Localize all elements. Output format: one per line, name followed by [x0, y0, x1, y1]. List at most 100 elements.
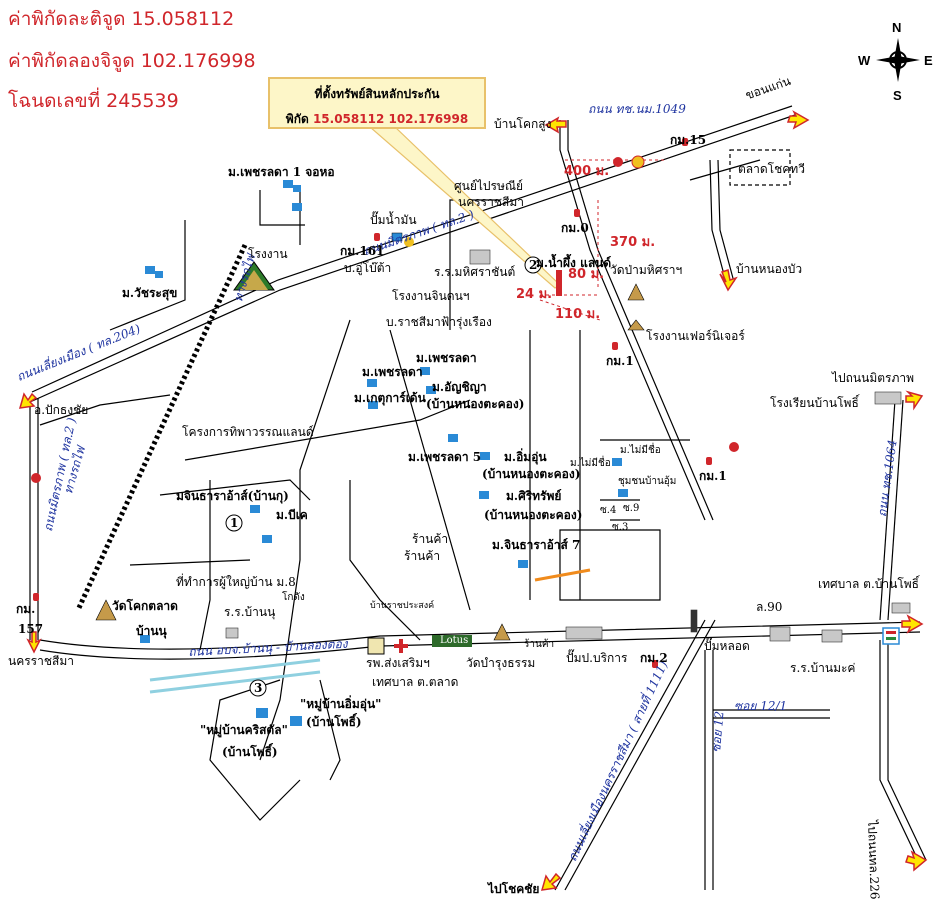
label-ban-prasong: บ้านราชประสงค์: [370, 601, 435, 611]
label-school-banma: ร.ร.บ้านมะค่: [790, 661, 856, 675]
gas-station-icon: [613, 157, 623, 167]
distance-110m: 110 ม.: [555, 307, 601, 322]
label-km15: กม.15: [670, 133, 707, 147]
house-icon: [420, 367, 430, 375]
road-226: ไปถนนทล.226: [865, 819, 882, 900]
house-icon: [518, 560, 528, 568]
label-ban-khok-sung: บ้านโคกสูง: [494, 117, 552, 131]
label-service-center-2: นครราชสีมา: [458, 195, 524, 209]
house-icon: [618, 489, 628, 497]
label-kasetsart: ม.เกตุการ์เด้น: [354, 391, 426, 405]
label-km2: กม.2: [640, 651, 668, 665]
marker-1: [225, 514, 243, 532]
school-icon: [821, 629, 843, 643]
label-wat-khok: วัดโคกตลาด: [112, 599, 178, 613]
label-lotus: Lotus: [440, 635, 469, 646]
km-marker-icon: [652, 660, 658, 668]
label-jintana7: ม.จินธาราอ้าส์ 7: [492, 538, 581, 552]
property-marker: [556, 270, 562, 296]
factory-icon: [233, 261, 275, 291]
label-market: ตลาดโชคทวี: [738, 162, 805, 176]
label-im-un-2: (บ้านหนองตะคอง): [482, 467, 581, 481]
marker-3-label: 3: [254, 681, 263, 695]
km-marker-icon: [682, 138, 688, 146]
label-no-name-2: ม.ไม่มีชื่อ: [570, 458, 611, 469]
km-marker-icon: [706, 457, 712, 465]
house-icon: [140, 635, 150, 643]
marker-2: [524, 256, 542, 274]
label-sirisap-2: (บ้านหนองตะคอง): [484, 508, 583, 522]
label-ban-nong-bua: บ้านหนองบัว: [736, 262, 803, 276]
gas-station-icon: [31, 473, 41, 483]
railway: [75, 243, 248, 612]
label-bo-u: บ.อู่โบ๊ต้า: [344, 261, 392, 275]
label-municipality-talat: เทศบาล ต.ตลาด: [372, 675, 459, 689]
label-factory-jin: โรงงานจินดนฯ: [392, 289, 470, 303]
house-icon: [250, 505, 260, 513]
compass-s: S: [893, 88, 902, 103]
label-km161: กม.161: [340, 244, 385, 258]
label-shop3: ร้านค้า: [524, 639, 555, 650]
distance-370m: 370 ม.: [610, 235, 656, 250]
label-imun-village: "หมู่บ้านอิ่มอุ่น": [300, 697, 382, 711]
label-factory: โรงงาน: [248, 247, 288, 261]
km-marker-icon: [33, 593, 39, 601]
label-jintana-a: มจินธาราอ้าส์(บ้านกุ): [176, 489, 289, 503]
office-icon: [469, 249, 491, 265]
label-community: ชุมชนบ้านอุ้ม: [618, 476, 677, 487]
ban-nu-road: [39, 621, 921, 650]
house-icon: [256, 708, 268, 718]
arrow-mittraphap-right: [905, 390, 924, 411]
label-rachasima: บ.ราชสีมาฟ้ารุ่งเรือง: [386, 315, 492, 329]
label-anchanya: ม.อัญชิญา: [432, 380, 487, 394]
arrow-ban-khok-sung: [544, 116, 567, 134]
label-ban-namphueng: ม.น้ำผึ้ง แลนด์: [536, 256, 612, 270]
label-municipality-banpho: เทศบาล ต.บ้านโพธิ์: [818, 577, 919, 591]
label-pump-lot: ปั๊มหลอด: [704, 639, 750, 653]
house-icon: [145, 266, 155, 274]
label-christal-2: (บ้านโพธิ์): [222, 745, 278, 759]
house-icon: [367, 379, 377, 387]
label-z4: ซ.4: [600, 505, 617, 516]
pump-lot-icon: [769, 626, 791, 642]
label-to-mittraphap: ไปถนนมิตรภาพ: [832, 371, 915, 385]
callout-title: ที่ตั้งทรัพย์สินหลักประกัน: [314, 87, 440, 101]
compass-e: E: [924, 53, 933, 68]
warehouse-icon: [891, 602, 911, 614]
distance-24m: 24 ม.: [516, 287, 553, 302]
distance-80m: 80 ม.: [568, 267, 605, 282]
label-warehouse: โกดัง: [282, 592, 305, 603]
longitude-text: ค่าพิกัดลองจิจูด 102.176998: [8, 50, 256, 72]
road-soi12-1: ซอย 12/1: [734, 699, 788, 713]
label-anchanya-2: (บ้านหนองตะคอง): [426, 397, 525, 411]
callout-coord-value: 15.058112 102.176998: [312, 112, 469, 126]
label-gas-service: ปั๊มป.บริการ: [566, 651, 628, 665]
label-school-mahit: ร.ร.มหิศราชันต์: [434, 265, 516, 279]
label-im-un: ม.อิ่มอุ่น: [504, 450, 547, 464]
marker-3: [249, 679, 267, 697]
arrow-ban-nong-bua: [719, 269, 738, 292]
house-icon: [368, 401, 378, 409]
label-km0: กม.0: [561, 221, 589, 235]
fuel-icon: [404, 237, 414, 247]
km-marker-icon: [374, 233, 380, 241]
label-km1a: กม.1: [606, 354, 634, 368]
gas-service-icon: [565, 626, 603, 640]
compass-w: W: [858, 53, 871, 68]
distance-400m: 400 ม.: [564, 164, 610, 179]
road-soi12: ซอย 12: [709, 710, 727, 754]
compass-icon: [876, 38, 920, 82]
shell-icon: [631, 155, 645, 169]
house-icon: [612, 458, 622, 466]
arrow-chokchai: [540, 872, 562, 891]
marker-1-label: 1: [230, 516, 239, 530]
label-service-center: ศูนย์ไปรษณีย์: [454, 179, 524, 193]
label-z3: ซ.3: [612, 522, 629, 533]
label-wat-pamahit: วัดป่ามหิศราฯ: [610, 263, 683, 277]
label-pak-thong: อ.ปักธงชัย: [34, 403, 89, 417]
house-icon: [290, 716, 302, 726]
arrow-nakhon: [26, 631, 42, 654]
house-icon: [283, 180, 293, 188]
gas-station-icon: [729, 442, 739, 452]
label-shop2: ร้านค้า: [404, 549, 441, 563]
